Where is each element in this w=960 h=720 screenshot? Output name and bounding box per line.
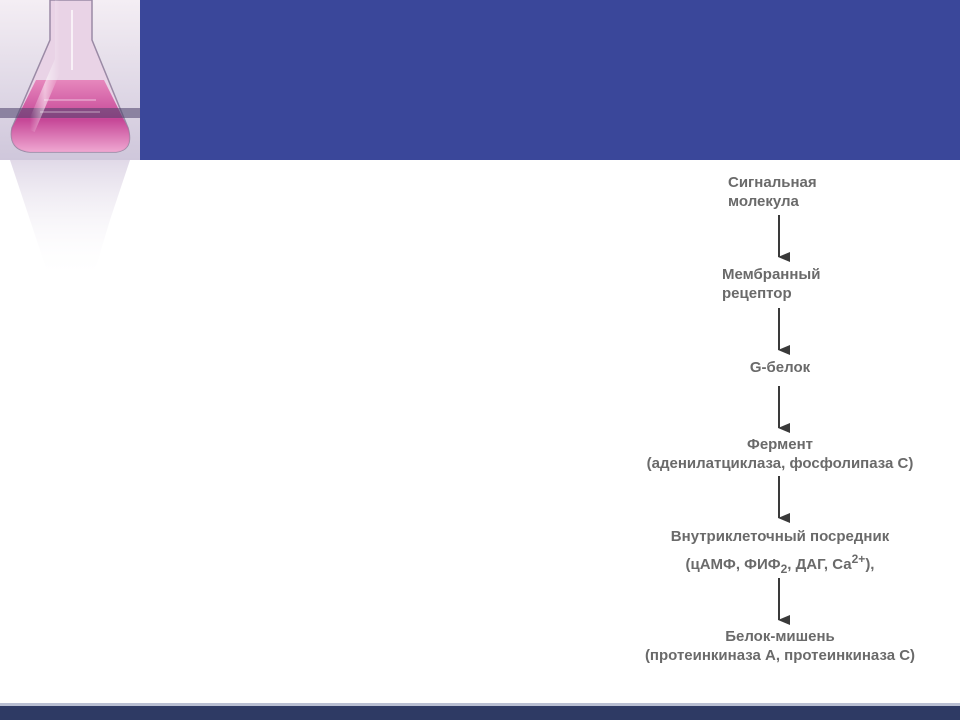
messenger-text: , ДАГ, Са xyxy=(787,556,852,573)
flask-reflection xyxy=(0,160,140,280)
header-bar xyxy=(0,0,960,160)
step-detail: (цАМФ, ФИФ2, ДАГ, Са2+), xyxy=(600,550,960,579)
messenger-subscript: 2 xyxy=(780,562,788,576)
step-label: молекула xyxy=(728,193,799,210)
step-membrane-receptor: Мембранный рецептор xyxy=(722,265,820,303)
messenger-text: ), xyxy=(865,556,875,573)
step-detail: (протеинкиназа А, протеинкиназа С) xyxy=(644,647,916,664)
step-label: Фермент xyxy=(747,436,813,453)
messenger-superscript: 2+ xyxy=(851,552,866,566)
step-label: Внутриклеточный посредник xyxy=(670,528,890,545)
messenger-text: (цАМФ, ФИФ xyxy=(685,556,781,573)
step-label: Сигнальная xyxy=(728,174,817,191)
step-label: G-белок xyxy=(749,359,811,376)
step-signal-molecule: Сигнальная молекула xyxy=(728,173,817,211)
step-label: Белок-мишень xyxy=(725,628,835,645)
signal-pathway-flowchart: Сигнальная молекула Мембранный рецептор … xyxy=(600,160,960,700)
step-label: рецептор xyxy=(722,285,792,302)
flowchart-arrows xyxy=(778,215,790,625)
footer-bar xyxy=(0,703,960,720)
step-g-protein: G-белок xyxy=(600,358,960,377)
step-detail: (аденилатциклаза, фосфолипаза С) xyxy=(646,455,914,472)
step-label: Мембранный xyxy=(722,266,821,283)
step-second-messenger: Внутриклеточный посредник (цАМФ, ФИФ2, Д… xyxy=(600,527,960,579)
flask-image xyxy=(0,0,140,160)
step-target-protein: Белок-мишень (протеинкиназа А, протеинки… xyxy=(600,627,960,665)
step-enzyme: Фермент (аденилатциклаза, фосфолипаза С) xyxy=(600,435,960,473)
